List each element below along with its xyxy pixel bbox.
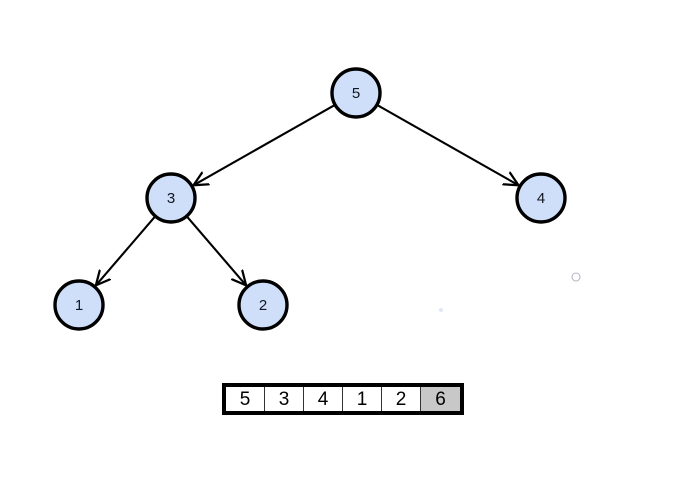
- edges-group: [96, 104, 518, 285]
- nodes-group: 5 3 4 1 2: [53, 67, 567, 331]
- tree-node-label: 4: [537, 190, 545, 207]
- tree-edge-n3-to-n2: [186, 216, 246, 285]
- tree-node-label: 5: [352, 85, 360, 102]
- tree-node-label: 3: [167, 190, 175, 207]
- array-cell-1[interactable]: 3: [265, 387, 304, 411]
- tree-node-label: 2: [259, 297, 267, 314]
- array-cell-4[interactable]: 2: [382, 387, 421, 411]
- tree-edge-n3-to-n1: [96, 216, 156, 285]
- array-cell-2[interactable]: 4: [304, 387, 343, 411]
- tree-node-3[interactable]: 3: [145, 172, 197, 224]
- array-cell-0[interactable]: 5: [226, 387, 265, 411]
- tree-node-circle: [237, 279, 289, 331]
- array-cell-3[interactable]: 1: [343, 387, 382, 411]
- tree-node-circle: [145, 172, 197, 224]
- stray-speck-artifact: [439, 308, 443, 312]
- tree-node-2[interactable]: 2: [237, 279, 289, 331]
- tree-node-1[interactable]: 1: [53, 279, 105, 331]
- artifacts-group: [439, 272, 581, 312]
- tree-node-4[interactable]: 4: [515, 172, 567, 224]
- array-cell-5[interactable]: 6: [421, 387, 460, 411]
- tree-edge-n5-to-n4: [377, 104, 518, 185]
- tree-node-circle: [330, 67, 382, 119]
- tree-node-circle: [515, 172, 567, 224]
- tree-edge-n5-to-n3: [194, 104, 335, 185]
- tree-node-5[interactable]: 5: [330, 67, 382, 119]
- stray-circle-artifact: [571, 272, 581, 282]
- tree-node-label: 1: [75, 297, 83, 314]
- tree-node-circle: [53, 279, 105, 331]
